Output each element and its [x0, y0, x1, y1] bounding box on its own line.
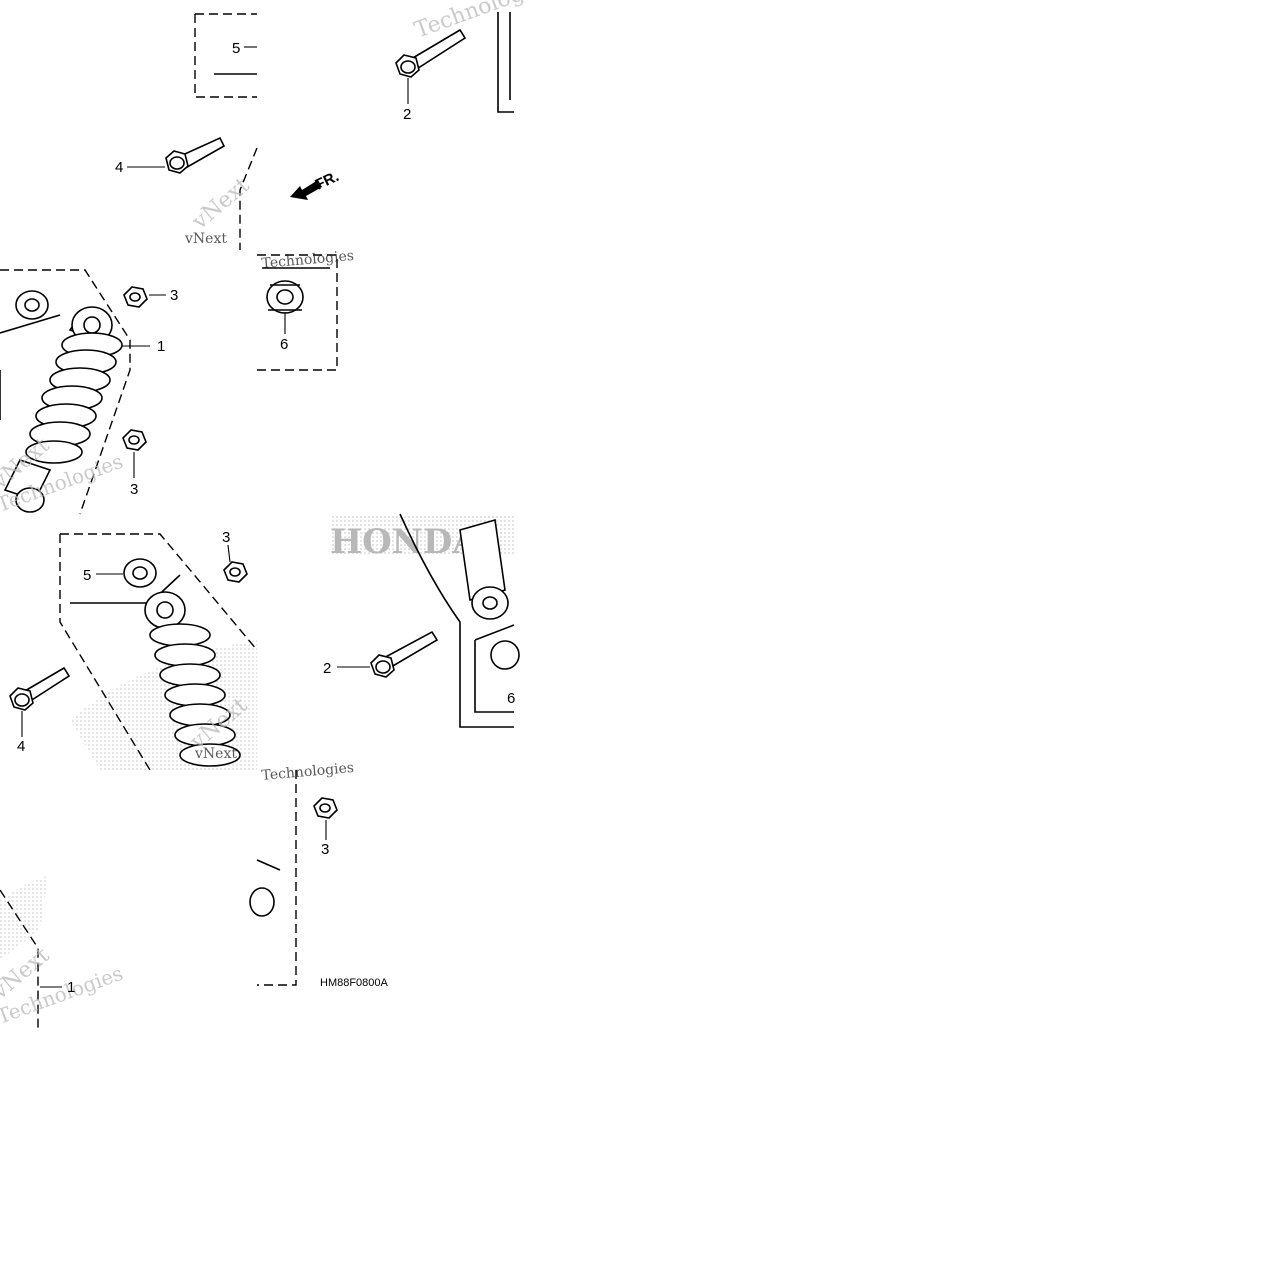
svg-text:vNext: vNext	[194, 746, 237, 762]
callout-label: 1	[157, 338, 165, 355]
flange-bolt	[9, 666, 71, 711]
rubber-bushing	[249, 887, 275, 917]
callout-label: 4	[115, 159, 123, 176]
callout-label: 4	[17, 738, 25, 755]
flange-nut	[123, 286, 148, 308]
shock-absorber	[3, 306, 123, 513]
tile-upper	[0, 13, 258, 515]
rubber-bushing	[266, 280, 304, 314]
diagram-code: HM88F0800A	[320, 977, 389, 989]
svg-text:vNext: vNext	[187, 173, 254, 235]
rubber-bushing	[490, 640, 520, 670]
tile-upper-right: HONDA	[257, 12, 514, 562]
flange-nut	[223, 561, 248, 583]
front-direction-label: FR.	[313, 168, 342, 194]
brand-watermark: HONDA	[330, 522, 479, 562]
shock-absorber	[144, 591, 241, 767]
callout-label: 5	[83, 567, 91, 584]
callout-label: 5	[232, 40, 240, 57]
callout-label: 3	[321, 841, 329, 858]
callout-label: 3	[222, 529, 230, 546]
watermarks: Technologies vNext vNext Technologies vN…	[0, 0, 557, 1029]
callout-label: 2	[403, 106, 411, 123]
flange-nut	[122, 429, 147, 451]
callout-label: 3	[130, 481, 138, 498]
svg-text:Technologies: Technologies	[412, 0, 557, 44]
tile-lower-right	[0, 513, 520, 1028]
callout-label: 1	[67, 979, 75, 996]
callout-labels: 5 2 4 3 1 6 3 3 5 2 4 6 3 1 FR. HM88F080…	[17, 40, 515, 996]
rubber-bushing	[15, 290, 49, 320]
svg-text:vNext: vNext	[184, 231, 227, 247]
flange-nut	[313, 797, 338, 819]
callout-label: 6	[507, 690, 515, 707]
flange-bolt	[165, 136, 226, 174]
callout-label: 6	[280, 336, 288, 353]
flange-bolt	[370, 630, 439, 678]
tile-lower	[0, 533, 258, 960]
callout-label: 2	[323, 660, 331, 677]
callout-label: 3	[170, 287, 178, 304]
rubber-bushing	[123, 558, 157, 588]
shock-absorber-lower	[459, 518, 509, 620]
svg-text:Technologies: Technologies	[261, 760, 355, 784]
flange-bolt	[395, 28, 467, 78]
front-direction-arrow-icon	[290, 180, 322, 200]
